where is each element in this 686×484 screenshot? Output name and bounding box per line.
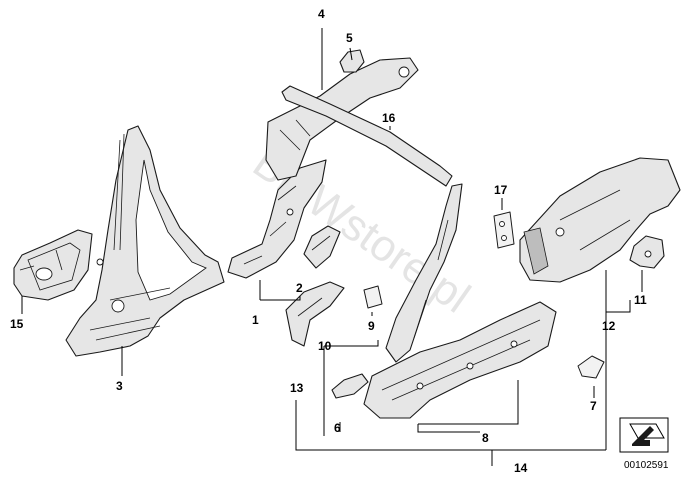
leader-lines bbox=[21, 28, 643, 466]
callout-17: 17 bbox=[494, 183, 508, 197]
callout-14: 14 bbox=[514, 461, 528, 475]
part-3-side-frame bbox=[65, 125, 225, 357]
diagram-ref-number: 00102591 bbox=[624, 460, 669, 471]
part-1-reinforcement bbox=[227, 159, 327, 279]
callout-8: 8 bbox=[482, 431, 489, 445]
part-8-sill bbox=[363, 301, 557, 419]
callout-5: 5 bbox=[346, 31, 353, 45]
part-11-bracket bbox=[629, 235, 665, 269]
part-17-plate bbox=[493, 211, 515, 249]
callout-10: 10 bbox=[318, 339, 332, 353]
callout-3: 3 bbox=[116, 379, 123, 393]
callout-16: 16 bbox=[382, 111, 396, 125]
part-5-clip bbox=[339, 49, 365, 73]
part-13-gusset bbox=[285, 281, 345, 347]
part-15-panel bbox=[13, 229, 93, 301]
callout-7: 7 bbox=[590, 399, 597, 413]
reference-box bbox=[619, 417, 669, 453]
part-7-bracket bbox=[577, 355, 605, 379]
part-2-bracket bbox=[303, 225, 341, 269]
callout-13: 13 bbox=[290, 381, 304, 395]
callout-6: 6 bbox=[334, 421, 341, 435]
callout-2: 2 bbox=[296, 281, 303, 295]
part-9-plate bbox=[363, 285, 383, 309]
callout-4: 4 bbox=[318, 7, 325, 21]
part-12-wheel-arch bbox=[519, 157, 681, 283]
part-10-b-pillar bbox=[385, 183, 463, 363]
callout-1: 1 bbox=[252, 313, 259, 327]
arrow-to-panel-icon bbox=[629, 423, 665, 446]
callout-15: 15 bbox=[10, 317, 24, 331]
part-16-roof-bow bbox=[281, 85, 453, 187]
callout-9: 9 bbox=[368, 319, 375, 333]
part-4-roof-rail bbox=[265, 57, 419, 181]
callout-11: 11 bbox=[634, 293, 647, 307]
part-6-block bbox=[331, 373, 369, 399]
callout-12: 12 bbox=[602, 319, 616, 333]
